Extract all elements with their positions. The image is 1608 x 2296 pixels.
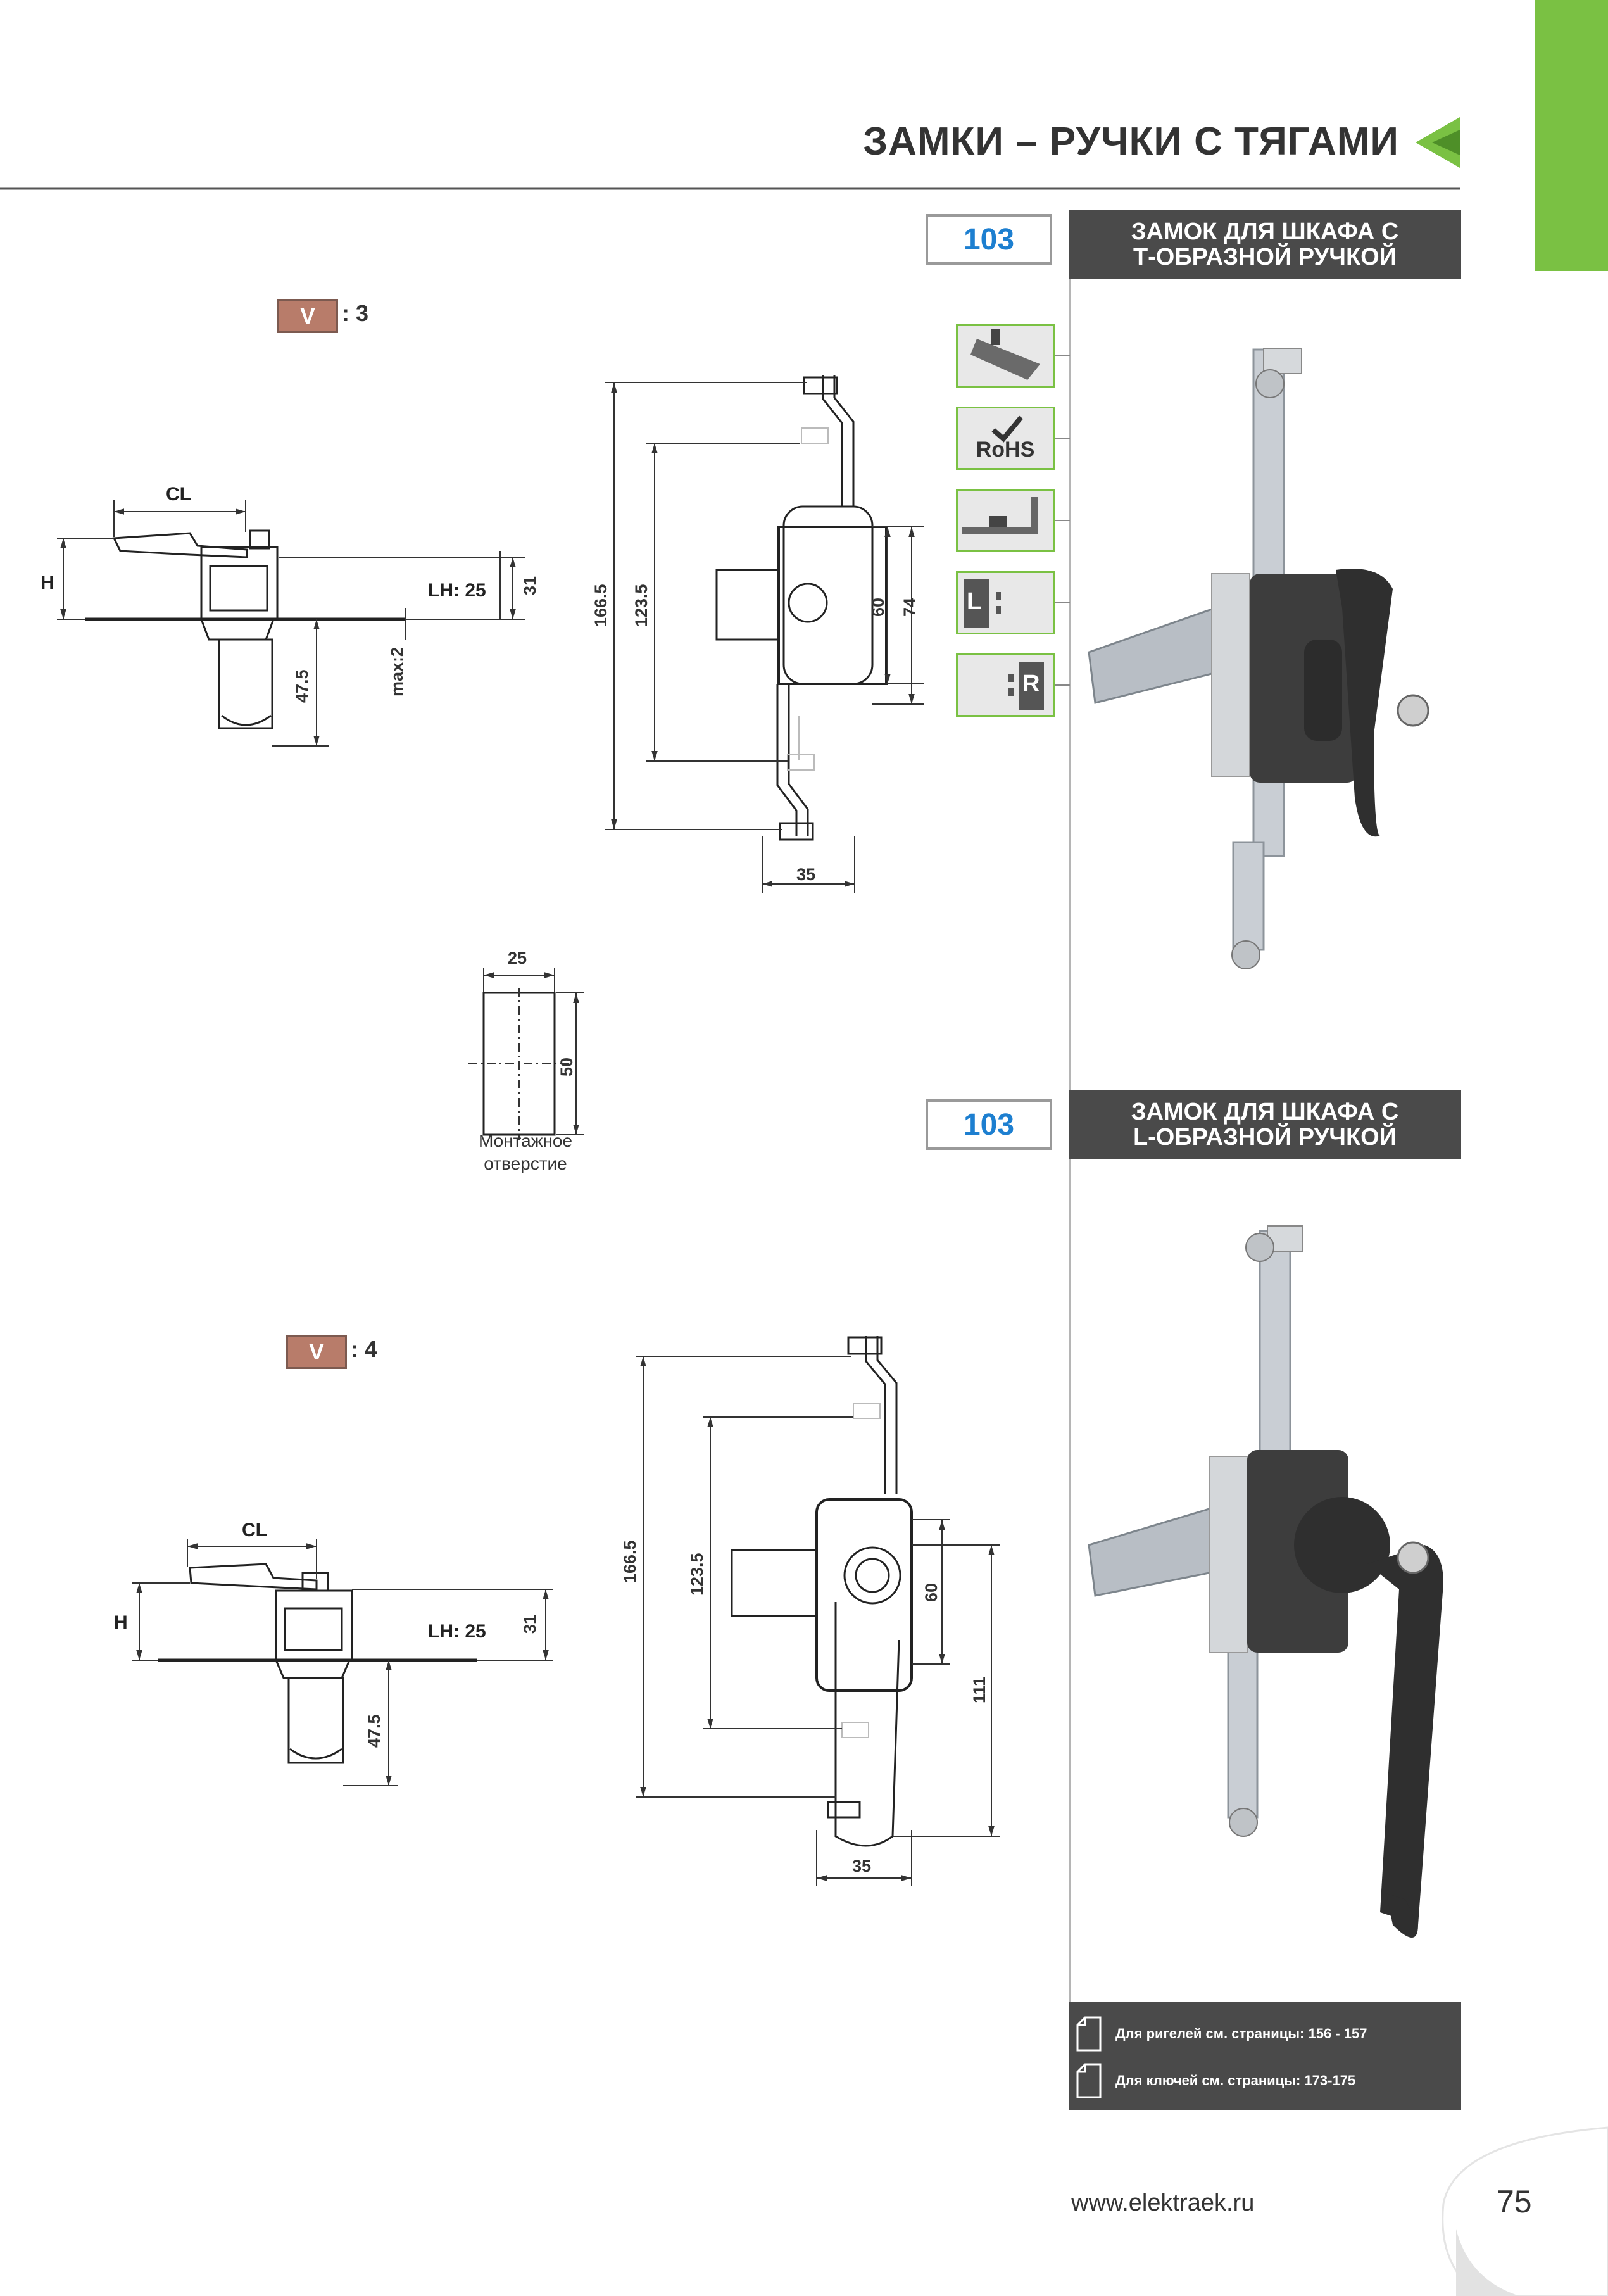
rohs-label: RoHS — [976, 438, 1035, 462]
v-badge-top: V — [277, 299, 338, 333]
dim-lh-top: LH: 25 — [428, 580, 486, 601]
left-hand-icon: L — [956, 571, 1055, 634]
product-title-2-line1: ЗАМОК ДЛЯ ШКАФА С — [1131, 1099, 1399, 1125]
dim-74-top: 74 — [900, 598, 919, 617]
v-badge-bottom: V — [286, 1335, 347, 1369]
product-title-1: ЗАМОК ДЛЯ ШКАФА С Т-ОБРАЗНОЙ РУЧКОЙ — [1069, 210, 1461, 279]
cutout-caption-line1: Монтажное — [478, 1131, 573, 1151]
dim-35-top: 35 — [796, 865, 815, 884]
dim-1235-top: 123.5 — [632, 584, 651, 627]
dim-1665-bottom: 166.5 — [620, 1540, 639, 1583]
page-title: ЗАМКИ – РУЧКИ С ТЯГАМИ — [863, 120, 1399, 163]
product-title-2-line2: L-ОБРАЗНОЙ РУЧКОЙ — [1133, 1124, 1397, 1151]
notes-panel: Для ригелей см. страницы: 156 - 157 Для … — [1069, 2002, 1461, 2110]
dim-475-bottom: 47.5 — [365, 1714, 384, 1748]
dim-lh-bottom: LH: 25 — [428, 1621, 486, 1642]
v-value-top: : 3 — [342, 300, 369, 326]
dim-31-top: 31 — [520, 576, 539, 595]
product-title-1-line2: Т-ОБРАЗНОЙ РУЧКОЙ — [1133, 244, 1397, 270]
right-hand-icon: R — [956, 653, 1055, 717]
dim-h-bottom: H — [114, 1612, 128, 1633]
dim-60-bottom: 60 — [922, 1583, 941, 1602]
left-hand-label: L — [967, 588, 982, 615]
rohs-icon: RoHS — [956, 407, 1055, 470]
cutout-caption: Монтажное отверстие — [443, 1130, 608, 1175]
dim-31-bottom: 31 — [520, 1615, 539, 1634]
green-tab — [1535, 0, 1608, 271]
page-number: 75 — [1497, 2184, 1532, 2219]
right-hand-label: R — [1022, 671, 1040, 697]
dim-475-top: 47.5 — [292, 669, 311, 703]
dim-35-bottom: 35 — [852, 1857, 871, 1876]
dim-1235-bottom: 123.5 — [688, 1553, 707, 1596]
product-code-2: 103 — [926, 1099, 1052, 1150]
document-icon — [1076, 2016, 1102, 2052]
document-icon — [1076, 2063, 1102, 2098]
note-row-2: Для ключей см. страницы: 173-175 — [1075, 2063, 1355, 2098]
note-row-1: Для ригелей см. страницы: 156 - 157 — [1075, 2016, 1367, 2052]
dim-25-cutout: 25 — [508, 949, 527, 968]
note-text-2: Для ключей см. страницы: 173-175 — [1115, 2072, 1356, 2088]
dim-111-bottom: 111 — [970, 1677, 989, 1703]
dim-50-cutout: 50 — [557, 1057, 576, 1076]
product-code-1: 103 — [926, 214, 1052, 265]
note-text-1: Для ригелей см. страницы: 156 - 157 — [1115, 2026, 1367, 2041]
dim-60-top: 60 — [869, 598, 888, 617]
product-title-1-line1: ЗАМОК ДЛЯ ШКАФА С — [1131, 218, 1399, 245]
dim-max2: max:2 — [387, 647, 406, 697]
cutout-caption-line2: отверстие — [484, 1154, 567, 1173]
dim-1665-top: 166.5 — [591, 584, 610, 627]
profile-mount-icon — [956, 324, 1055, 388]
product-title-2: ЗАМОК ДЛЯ ШКАФА С L-ОБРАЗНОЙ РУЧКОЙ — [1069, 1090, 1461, 1159]
footer-website[interactable]: www.elektraek.ru — [1071, 2190, 1255, 2216]
dim-cl-top: CL — [166, 484, 191, 505]
dim-cl-bottom: CL — [242, 1520, 267, 1541]
v-value-bottom: : 4 — [351, 1336, 378, 1362]
panel-mount-icon — [956, 489, 1055, 552]
dim-h-top: H — [41, 572, 54, 593]
